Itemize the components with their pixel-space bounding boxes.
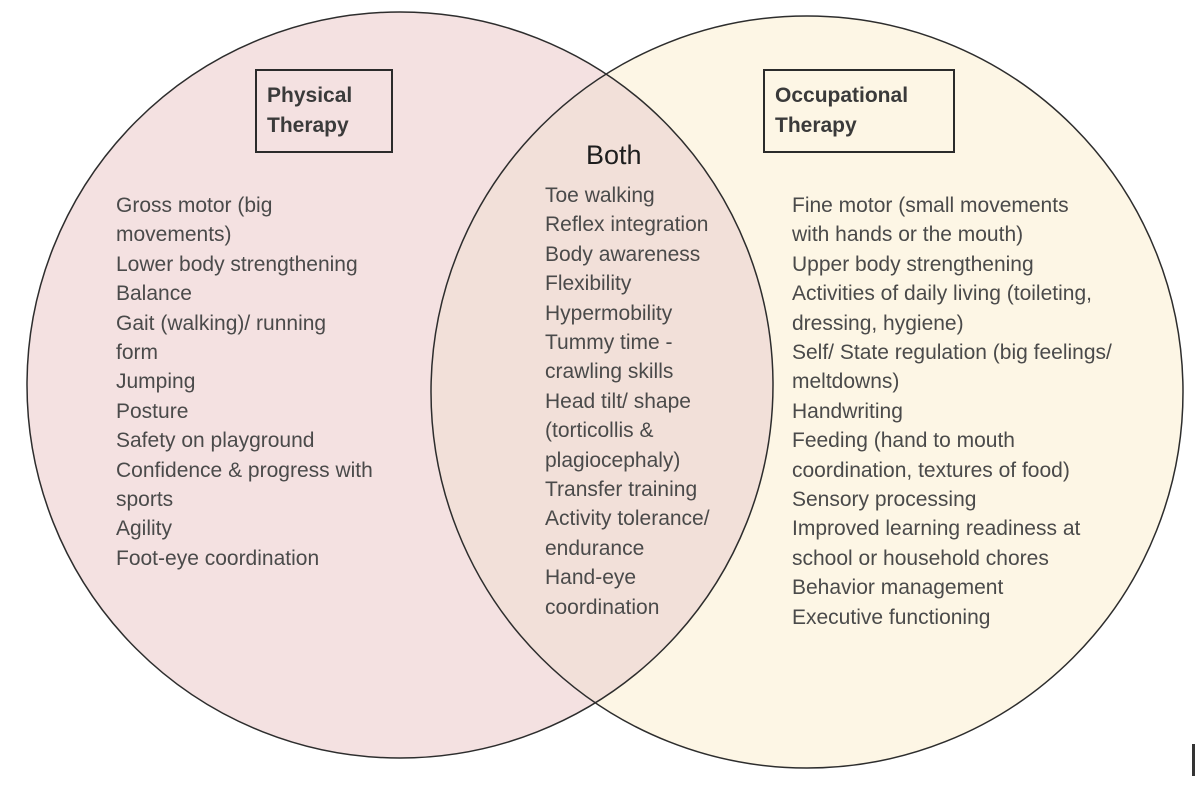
list-item: Activity tolerance/ endurance (545, 507, 710, 560)
list-item: Sensory processing (792, 488, 977, 512)
right-circle-outline (430, 15, 1184, 769)
list-item: Lower body strengthening (116, 252, 358, 276)
list-item: Tummy time - crawling skills (545, 331, 674, 384)
list-item: Head tilt/ shape (torticollis & plagioce… (545, 389, 691, 472)
physical-therapy-title: Physical Therapy (255, 69, 393, 153)
occupational-therapy-title: Occupational Therapy (763, 69, 955, 153)
list-item: Feeding (hand to mouth coordination, tex… (792, 429, 1070, 482)
list-item: Self/ State regulation (big feelings/ me… (792, 341, 1112, 394)
list-item: Toe walking (545, 184, 655, 207)
list-item: Handwriting (792, 399, 903, 423)
list-item: Confidence & progress with sports (116, 458, 373, 512)
list-item: Fine motor (small movements with hands o… (792, 194, 1069, 247)
list-item: Gross motor (big movements) (116, 194, 273, 247)
list-item: Transfer training (545, 478, 698, 502)
occupational-therapy-list: Fine motor (small movements with hands o… (792, 191, 1192, 632)
list-item: Activities of daily living (toileting, d… (792, 282, 1092, 335)
list-item: Reflex integration (545, 213, 709, 237)
list-item: Executive functioning (792, 605, 991, 629)
list-item: Flexibility (545, 272, 632, 296)
both-title: Both (586, 140, 642, 170)
list-item: Foot-eye coordination (116, 546, 320, 570)
list-item: Improved learning readiness at school or… (792, 517, 1081, 570)
list-item: Agility (116, 517, 173, 541)
list-item: Safety on playground (116, 429, 315, 453)
list-item: Gait (walking)/ running form (116, 311, 327, 365)
left-circle-outline (26, 11, 774, 759)
list-item: Behavior management (792, 576, 1004, 600)
text-cursor (1192, 744, 1195, 776)
physical-therapy-list: Gross motor (big movements) Lower body s… (116, 191, 446, 573)
list-item: Hypermobility (545, 301, 673, 325)
overlap-region (431, 16, 773, 758)
list-item: Jumping (116, 370, 196, 394)
both-list: Toe walking Reflex integration Body awar… (545, 181, 755, 622)
list-item: Hand-eye coordination (545, 566, 660, 619)
list-item: Upper body strengthening (792, 252, 1034, 276)
list-item: Balance (116, 282, 192, 306)
list-item: Posture (116, 399, 189, 423)
list-item: Body awareness (545, 242, 701, 266)
